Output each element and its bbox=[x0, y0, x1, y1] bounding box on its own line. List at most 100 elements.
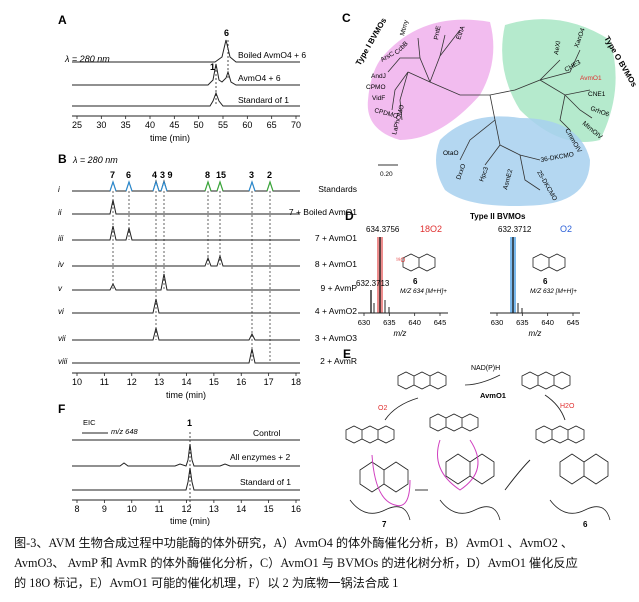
trace-standard bbox=[72, 91, 300, 107]
b-std-peak-1 bbox=[125, 180, 133, 192]
arrow-3 bbox=[384, 397, 419, 421]
b-peak-39: 3 9 bbox=[160, 170, 173, 180]
panel-c-letter: C bbox=[342, 11, 351, 25]
d-left-iso: 18O2 bbox=[420, 224, 442, 234]
b-roman-7: viii bbox=[58, 357, 68, 366]
flavin-mid-right bbox=[535, 425, 585, 444]
panel-b-wavelength: λ = 280 nm bbox=[72, 155, 118, 165]
f-label-1: All enzymes + 2 bbox=[230, 452, 291, 462]
b-label-5: 4 + AvmO2 bbox=[315, 306, 357, 316]
compound-7: 7 bbox=[382, 520, 387, 529]
figure-caption: 图-3、AVM 生物合成过程中功能酶的体外研究，A）AvmO4 的体外酶催化分析… bbox=[14, 533, 626, 593]
f-label-2: Standard of 1 bbox=[240, 477, 291, 487]
f-tick-label-2: 10 bbox=[127, 504, 137, 514]
f-tick-label-3: 11 bbox=[154, 504, 163, 514]
caption-line-3: 的 18O 标记，E）AvmO1 可能的催化机理，F）以 2 为底物一锅法合成 … bbox=[14, 576, 399, 590]
leaf-avmo1: AvmO1 bbox=[580, 75, 602, 82]
dr-tick-label-3: 645 bbox=[567, 318, 580, 327]
f-trace-all bbox=[72, 443, 300, 467]
h2o-label: H2O bbox=[560, 403, 575, 410]
dr-tick-label-2: 640 bbox=[541, 318, 554, 327]
scale-label: 0.20 bbox=[380, 171, 393, 178]
ticks-d-left: 630 635 640 645 bbox=[358, 313, 447, 327]
leaf-otao: OtaO bbox=[443, 150, 459, 157]
b-std-peak-2 bbox=[152, 180, 160, 192]
f-trace-standard bbox=[72, 467, 300, 491]
dl-tick-label-2: 640 bbox=[408, 318, 421, 327]
b-roman-1: ii bbox=[58, 208, 62, 217]
d-right-peak1: 632.3712 bbox=[498, 225, 532, 234]
leaf-mtmy: Mtmy bbox=[399, 19, 410, 37]
panel-a: A λ = 280 nm 6 1 Boiled AvmO4 + 6 AvmO4 … bbox=[58, 13, 306, 143]
b-tick-label-7: 17 bbox=[264, 377, 274, 387]
panel-a-wavelength: λ = 280 nm bbox=[64, 54, 110, 64]
trace-boiled bbox=[72, 39, 300, 63]
peak-6-label: 6 bbox=[224, 28, 229, 38]
trace-avmo4 bbox=[72, 63, 300, 86]
leaf-etha: EthA bbox=[455, 24, 467, 40]
leaf-aexl: AeXl bbox=[553, 40, 562, 55]
f-mz: m/z 648 bbox=[111, 427, 139, 436]
b-tick-label-5: 15 bbox=[209, 377, 219, 387]
dl-tick-label-1: 635 bbox=[383, 318, 396, 327]
b-tick-label-1: 11 bbox=[100, 377, 109, 387]
magenta-bond-center bbox=[437, 439, 479, 491]
b-roman-5: vi bbox=[58, 307, 64, 316]
a-tick-label-9: 70 bbox=[291, 120, 301, 130]
arrow-2 bbox=[504, 459, 531, 491]
b-std-peak-3 bbox=[160, 180, 168, 192]
b-peak-2: 2 bbox=[267, 170, 272, 180]
trace-label-1: AvmO4 + 6 bbox=[238, 73, 281, 83]
f-tick-label-1: 9 bbox=[102, 504, 107, 514]
enzyme-label: AvmO1 bbox=[480, 391, 506, 400]
cluster-type2 bbox=[436, 116, 590, 206]
magenta-bond-left bbox=[371, 454, 411, 507]
b-std-peak-4 bbox=[204, 180, 212, 192]
b-roman-4: v bbox=[58, 284, 63, 293]
b-roman-6: vii bbox=[58, 334, 66, 343]
b-trace-1 bbox=[72, 199, 300, 215]
b-trace-5 bbox=[72, 298, 300, 314]
macrocycle-right bbox=[549, 453, 611, 521]
dl-tick-label-3: 645 bbox=[434, 318, 447, 327]
leaf-cpmo: CPMO bbox=[366, 84, 386, 91]
o2-label: O2 bbox=[378, 405, 387, 412]
compound-6: 6 bbox=[583, 520, 588, 529]
panel-f-letter: F bbox=[58, 402, 65, 416]
panel-c: C Type I BVMOs Type O BVMOs Type II BVMO… bbox=[342, 11, 639, 221]
a-tick-label-3: 40 bbox=[145, 120, 155, 130]
f-eic: EIC bbox=[83, 418, 96, 427]
b-trace-3 bbox=[72, 254, 300, 267]
f-tick-label-4: 12 bbox=[181, 504, 191, 514]
b-label-7: 2 + AvmR bbox=[320, 356, 357, 366]
leaf-cne1: CNE1 bbox=[588, 91, 606, 98]
macrocycle-center bbox=[439, 453, 501, 521]
d-left-peak1: 634.3756 bbox=[366, 225, 400, 234]
a-tick-label-4: 45 bbox=[169, 120, 179, 130]
b-roman-2: iii bbox=[58, 234, 64, 243]
b-trace-2 bbox=[72, 225, 300, 241]
b-std-peak-6 bbox=[248, 180, 256, 192]
peak-1-label: 1 bbox=[210, 62, 215, 72]
b-std-peak-7 bbox=[266, 180, 274, 192]
dl-tick-label-0: 630 bbox=[358, 318, 371, 327]
b-trace-6 bbox=[72, 327, 300, 341]
b-roman-3: iv bbox=[58, 260, 65, 269]
f-tick-label-0: 8 bbox=[74, 504, 79, 514]
b-label-6: 3 + AvmO3 bbox=[315, 333, 357, 343]
b-peak-3: 3 bbox=[249, 170, 254, 180]
b-peak-labels: 7 6 4 3 9 8 15 3 2 bbox=[110, 170, 272, 180]
a-tick-label-2: 35 bbox=[121, 120, 131, 130]
trace-label-2: Standard of 1 bbox=[238, 95, 289, 105]
f-peak-label: 1 bbox=[187, 418, 192, 428]
f-tick-label-5: 13 bbox=[209, 504, 219, 514]
b-trace-7 bbox=[72, 348, 300, 364]
b-peak-8: 8 bbox=[205, 170, 210, 180]
flavin-mid-left bbox=[345, 425, 395, 444]
d-right-xlabel: m/z bbox=[529, 329, 542, 338]
d-right-mz: M/Z 632 [M+H]+ bbox=[530, 288, 577, 295]
